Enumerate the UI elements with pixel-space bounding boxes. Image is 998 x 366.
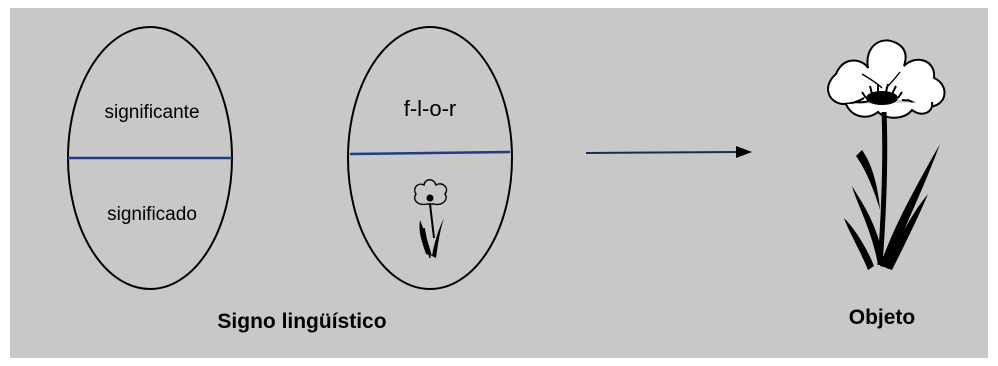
diagram-panel: significante significado f-l-o-r	[10, 8, 988, 358]
flower-icon-small	[414, 179, 448, 259]
caption-linguistic-sign: Signo lingüístico	[217, 310, 386, 333]
caption-object: Objeto	[849, 306, 916, 329]
signified-label: significado	[107, 204, 197, 225]
sign-ellipse-example: f-l-o-r	[347, 26, 513, 290]
flower-icon-large	[827, 39, 946, 270]
word-label: f-l-o-r	[404, 96, 457, 121]
sign-ellipse-concept: significante significado	[67, 26, 233, 290]
diagram-background	[10, 8, 988, 358]
arrow-icon	[585, 146, 752, 158]
diagram-canvas: significante significado f-l-o-r	[10, 8, 988, 358]
ellipse-outline	[347, 26, 513, 290]
signifier-label: significante	[104, 102, 199, 123]
ellipse-divider	[349, 150, 511, 156]
